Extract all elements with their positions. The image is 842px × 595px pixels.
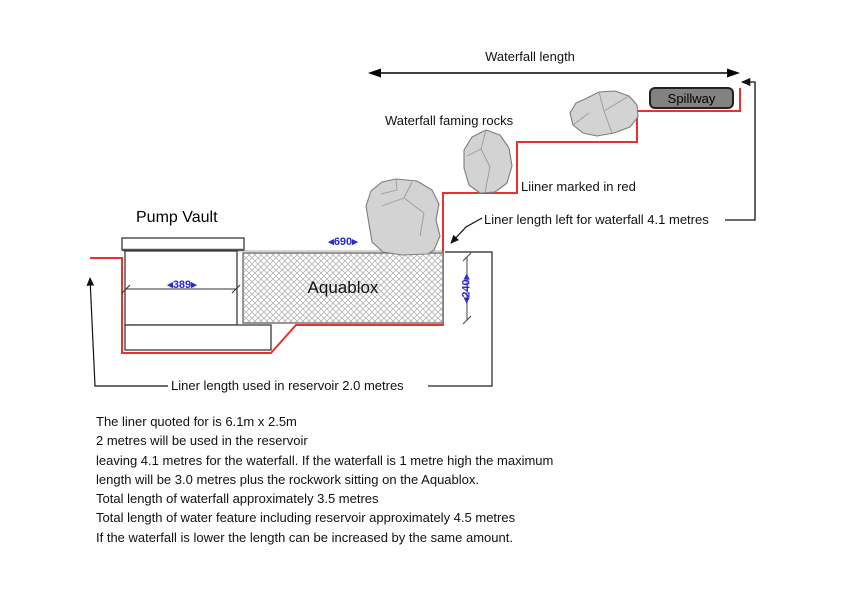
dim-line-389 (121, 284, 241, 294)
liner-marked-label: Liiner marked in red (521, 179, 636, 194)
dim-line-240 (462, 252, 472, 325)
rock-middle (463, 129, 513, 194)
note-line: length will be 3.0 metres plus the rockw… (96, 471, 479, 487)
note-line: Total length of waterfall approximately … (96, 491, 379, 507)
notes-block: The liner quoted for is 6.1m x 2.5m 2 me… (96, 412, 553, 547)
spillway-label: Spillway (667, 90, 716, 106)
rock-large-on-aquablox (365, 178, 441, 256)
leader-reservoir-left-arrow (86, 277, 168, 387)
waterfall-length-arrow (368, 68, 740, 78)
rock-top-near-spillway (569, 90, 639, 137)
dimension-690: ◂690▸ (328, 236, 358, 248)
rock-middle-facets (466, 129, 491, 193)
liner-reservoir-label: Liner length used in reservoir 2.0 metre… (171, 378, 404, 393)
dimension-240: ◂240▸ (460, 273, 473, 304)
dimension-389: ◂389▸ (167, 279, 197, 291)
pump-vault-base (124, 324, 272, 351)
pump-vault-body (124, 250, 238, 326)
rocks (365, 90, 639, 256)
leader-waterfall-corner-arrow (450, 217, 483, 244)
rock-top-facets (572, 91, 630, 134)
pump-vault-lid (121, 237, 245, 251)
bracket-reservoir-right (428, 251, 493, 387)
rock-large-facets (380, 178, 425, 237)
framing-rocks-label: Waterfall faming rocks (385, 113, 514, 128)
aquablox-label: Aquablox (307, 278, 379, 297)
pump-vault-drawing (121, 237, 272, 351)
waterfall-length-label: Waterfall length (485, 49, 575, 64)
note-line: 2 metres will be used in the reservoir (96, 433, 308, 449)
spillway-box: Spillway (649, 87, 734, 109)
note-line: The liner quoted for is 6.1m x 2.5m (96, 414, 297, 429)
note-line: If the waterfall is lower the length can… (96, 529, 513, 545)
note-line: Total length of water feature including … (96, 510, 516, 526)
aquablox-box (242, 252, 444, 324)
liner-waterfall-length-label: Liner length left for waterfall 4.1 metr… (484, 212, 709, 227)
pump-vault-label: Pump Vault (136, 209, 218, 226)
note-line: leaving 4.1 metres for the waterfall. If… (96, 452, 554, 468)
bracket-waterfall-liner (725, 77, 756, 221)
